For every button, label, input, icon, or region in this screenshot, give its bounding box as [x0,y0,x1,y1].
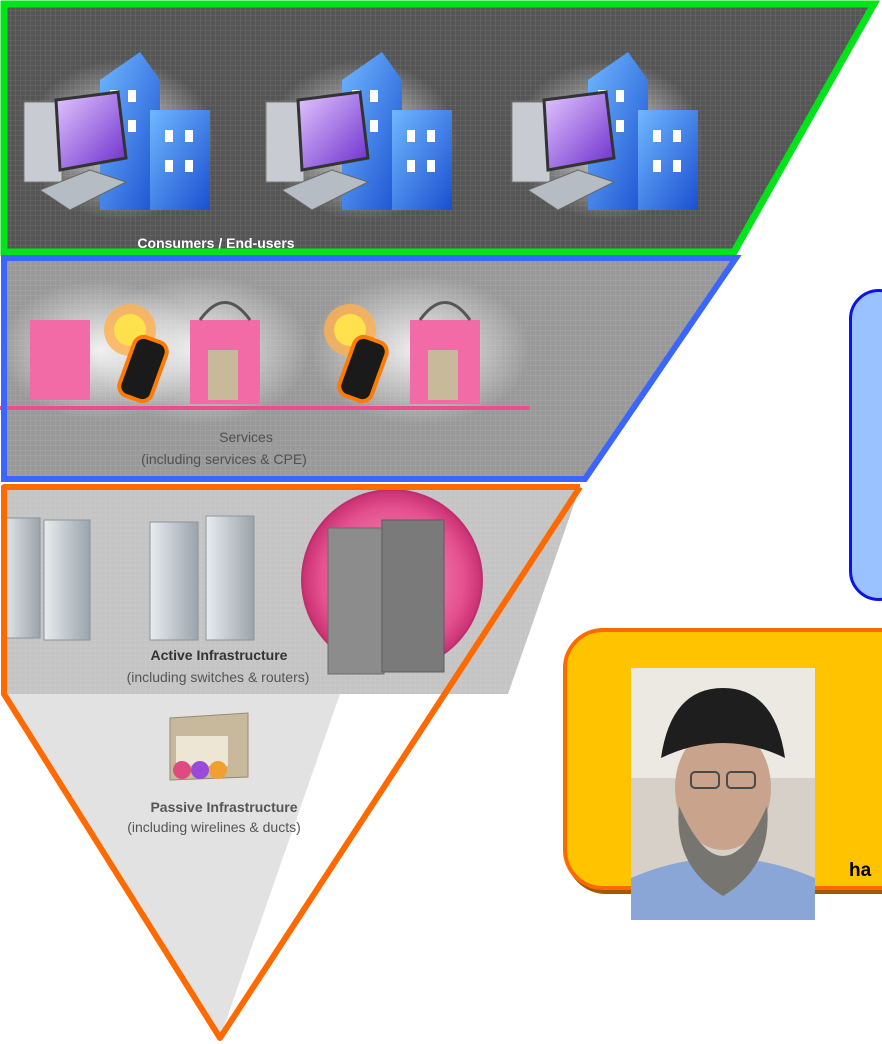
passive-label: Passive Infrastructure [150,799,297,815]
active-icons [1,489,483,675]
person-name-text: ha [849,860,872,881]
computer-icon [511,90,616,211]
infrastructure-outline [1,484,583,1041]
services-outline [1,255,742,482]
person-callout-box: ha [563,628,882,920]
services-label: Services [219,429,273,445]
cabinet-icon [169,712,249,781]
active-sublabel: (including switches & routers) [127,669,310,685]
services-icons [0,275,530,425]
passive-sublabel: (including wirelines & ducts) [127,819,301,835]
server-icon [1,517,91,641]
services-sublabel: (including services & CPE) [141,451,307,467]
server-icon [327,519,445,675]
layer-passive [4,694,340,1038]
consumers-label: Consumers / End-users [137,235,294,251]
server-icon [149,515,255,641]
shopping-bag-icon [410,301,480,404]
shopping-bag-icon [190,301,260,404]
mobile-phone-icon [104,304,169,404]
blue-callout-box [849,289,882,601]
active-label: Active Infrastructure [151,647,288,663]
mobile-phone-icon [324,304,389,404]
computer-icon [265,90,370,211]
computer-icon [23,90,128,211]
consumers-outline [0,0,880,256]
consumer-icons [23,52,703,220]
shopping-bag-icon [30,320,90,400]
person-photo [631,668,815,920]
